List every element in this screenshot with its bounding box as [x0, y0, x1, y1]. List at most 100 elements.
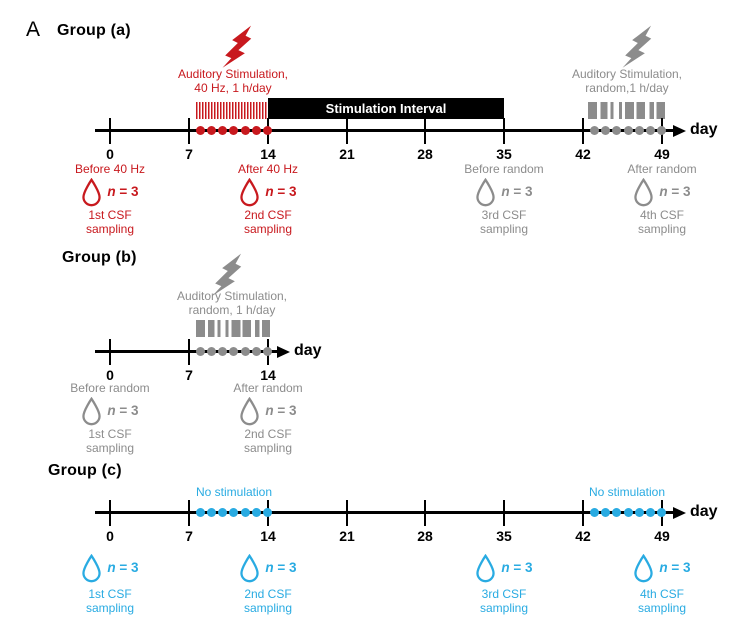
csf-droplet-icon: [476, 178, 496, 206]
stim-day-dot: [657, 508, 666, 517]
panel-letter: A: [26, 18, 41, 41]
stim-day-dot: [601, 126, 610, 135]
axis-tick: [109, 339, 111, 365]
tick-label: 14: [260, 367, 276, 383]
csf-sampling-label: sampling: [243, 601, 293, 615]
csf-droplet-icon: [82, 554, 102, 582]
stimulation-interval-bar: Stimulation Interval: [268, 98, 504, 119]
stim-random-line1: Auditory Stimulation,: [571, 67, 683, 81]
csf-sampling-block: After 40 Hz n = 3 2nd CSF sampling: [203, 162, 333, 236]
n-value: = 3: [119, 560, 139, 575]
stim-day-dot: [263, 508, 272, 517]
no-stimulation-label: No stimulation: [588, 485, 666, 499]
n-count: n = 3: [107, 404, 138, 418]
csf-droplet-icon: [634, 554, 654, 582]
n-value: = 3: [671, 184, 691, 199]
stim-day-dot: [252, 347, 261, 356]
csf-sampling-label: sampling: [479, 601, 529, 615]
tick-label: 0: [106, 146, 114, 162]
csf-sampling-block: n = 3 4th CSF sampling: [597, 552, 727, 615]
stim-day-dot: [635, 508, 644, 517]
tick-label: 0: [106, 528, 114, 544]
group-a-title: Group (a): [57, 22, 131, 39]
n-count: n = 3: [659, 185, 690, 199]
csf-sampling-block: n = 3 2nd CSF sampling: [203, 552, 333, 615]
csf-droplet-icon: [82, 397, 102, 425]
tick-label: 21: [339, 146, 355, 162]
csf-sampling-label: sampling: [85, 222, 135, 236]
axis-tick: [109, 118, 111, 144]
n-symbol: n: [265, 560, 274, 575]
tick-label: 28: [417, 146, 433, 162]
csf-sampling-label: sampling: [85, 601, 135, 615]
sampling-timing-label: Before 40 Hz: [74, 162, 146, 176]
stim-day-dot: [229, 347, 238, 356]
csf-order-label: 1st CSF: [88, 587, 132, 601]
stim-day-dot: [196, 508, 205, 517]
axis-tick: [424, 500, 426, 526]
n-value: = 3: [277, 560, 297, 575]
csf-sampling-label: sampling: [479, 222, 529, 236]
timeline-axis: [95, 129, 673, 132]
csf-order-label: 4th CSF: [639, 587, 684, 601]
n-symbol: n: [501, 184, 510, 199]
n-count: n = 3: [107, 561, 138, 575]
stim-day-dot: [252, 508, 261, 517]
stim-random-bar: [196, 320, 270, 337]
csf-sampling-label: sampling: [243, 222, 293, 236]
csf-sampling-block: Before 40 Hz n = 3 1st CSF sampling: [45, 162, 175, 236]
axis-tick: [424, 118, 426, 144]
n-count: n = 3: [265, 404, 296, 418]
n-value: = 3: [513, 184, 533, 199]
stim-day-dot: [612, 508, 621, 517]
n-value: = 3: [277, 403, 297, 418]
n-symbol: n: [265, 403, 274, 418]
csf-order-label: 2nd CSF: [244, 427, 292, 441]
n-value: = 3: [671, 560, 691, 575]
stim-40hz-label: Auditory Stimulation, 40 Hz, 1 h/day: [178, 67, 288, 95]
n-count: n = 3: [501, 561, 532, 575]
stim-day-dot: [657, 126, 666, 135]
n-symbol: n: [107, 403, 116, 418]
axis-tick: [188, 118, 190, 144]
stim-day-dot: [241, 347, 250, 356]
csf-sampling-block: Before random n = 3 1st CSF sampling: [45, 381, 175, 455]
stim-day-dot: [263, 347, 272, 356]
csf-order-label: 1st CSF: [88, 208, 132, 222]
stim-random-label: Auditory Stimulation, random,1 h/day: [572, 67, 682, 95]
stim-day-dot: [207, 126, 216, 135]
n-value: = 3: [119, 403, 139, 418]
stim-40hz-line2: 40 Hz, 1 h/day: [194, 81, 272, 95]
tick-label: 42: [575, 146, 591, 162]
stim-day-dot: [207, 508, 216, 517]
csf-droplet-icon: [240, 554, 260, 582]
stim-day-dot: [218, 508, 227, 517]
stim-day-dot: [207, 347, 216, 356]
stim-40hz-line1: Auditory Stimulation,: [177, 67, 289, 81]
group-c-title: Group (c): [48, 462, 122, 479]
axis-arrow-icon: [673, 507, 686, 519]
axis-tick: [109, 500, 111, 526]
sampling-timing-label: After random: [627, 162, 697, 176]
sampling-timing-label: Before random: [70, 381, 150, 395]
stim-day-dot: [241, 508, 250, 517]
csf-droplet-icon: [240, 397, 260, 425]
stim-day-dot: [196, 347, 205, 356]
tick-label: 0: [106, 367, 114, 383]
stim-day-dot: [229, 126, 238, 135]
n-count: n = 3: [659, 561, 690, 575]
axis-tick: [188, 500, 190, 526]
csf-sampling-label: sampling: [637, 601, 687, 615]
n-symbol: n: [265, 184, 274, 199]
n-count: n = 3: [265, 561, 296, 575]
csf-order-label: 1st CSF: [88, 427, 132, 441]
csf-sampling-block: After random n = 3 2nd CSF sampling: [203, 381, 333, 455]
stim-day-dot: [252, 126, 261, 135]
csf-sampling-block: n = 3 3rd CSF sampling: [439, 552, 569, 615]
stim-random-line2: random, 1 h/day: [188, 303, 276, 317]
csf-droplet-icon: [82, 178, 102, 206]
tick-label: 42: [575, 528, 591, 544]
n-value: = 3: [513, 560, 533, 575]
tick-label: 14: [260, 528, 276, 544]
